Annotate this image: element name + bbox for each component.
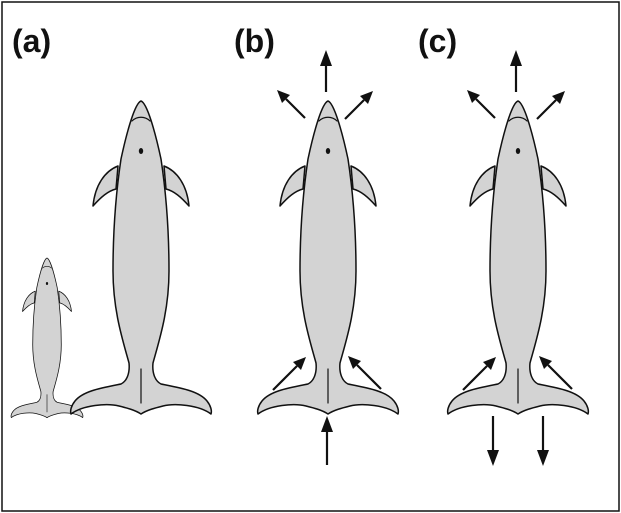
small-dolphin-icon xyxy=(11,258,83,418)
arrow-icon-b-up xyxy=(320,50,332,92)
arrow-icon-c-up-left xyxy=(467,90,495,118)
panel-c: (c) xyxy=(418,23,588,466)
large-dolphin-icon xyxy=(71,101,212,414)
panel-label-b: (b) xyxy=(234,23,275,59)
arrow-icon-c-down-left xyxy=(487,416,499,466)
panel-b: (b) xyxy=(234,23,398,465)
arrow-icon-c-up-right xyxy=(537,91,565,119)
arrow-icon-c-tail-right xyxy=(539,356,572,389)
arrow-icon-b-up-right xyxy=(345,91,373,119)
arrow-icon-c-down-right xyxy=(537,416,549,466)
arrow-icon-c-up xyxy=(510,50,522,92)
dolphin-icon-b xyxy=(258,101,399,414)
arrow-icon-b-up-left xyxy=(277,90,305,118)
arrow-icon-b-bottom-up xyxy=(321,416,333,465)
dolphin-icon-c xyxy=(448,101,589,414)
panel-label-c: (c) xyxy=(418,23,457,59)
arrow-icon-b-tail-right xyxy=(348,356,381,389)
panel-a: (a) xyxy=(11,23,211,418)
panel-label-a: (a) xyxy=(12,23,51,59)
